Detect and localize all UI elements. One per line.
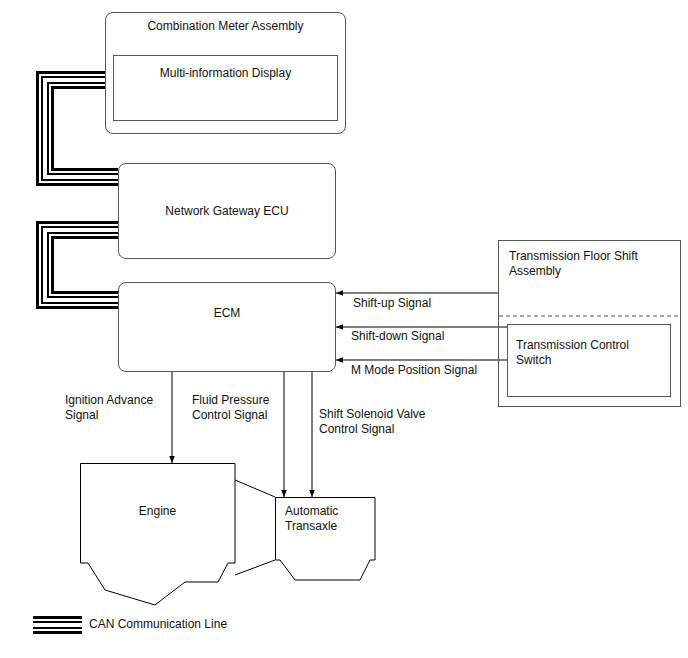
ecu-box: Network Gateway ECU: [118, 163, 336, 259]
can-line-stroke: [45, 230, 118, 300]
signal-label: Ignition Advance Signal: [64, 393, 168, 423]
node-label: Transmission Floor Shift Assembly: [509, 249, 670, 279]
engine-shape-outline: [80, 463, 275, 606]
legend-swatch: [33, 625, 82, 626]
node-label: Network Gateway ECU: [165, 204, 288, 219]
can-line-stroke: [45, 80, 118, 177]
node-label: Engine: [139, 504, 176, 519]
assembly-box: Transmission Floor Shift AssemblyTransmi…: [498, 240, 681, 407]
transaxle-shape: Automatic Transaxle: [275, 497, 376, 582]
node-label: ECM: [214, 306, 241, 321]
can-line-stroke: [33, 619, 82, 631]
signal-label: M Mode Position Signal: [350, 363, 478, 378]
signal-label: Shift-up Signal: [352, 296, 432, 311]
can-line-stroke: [45, 230, 118, 300]
node-label: Multi-information Display: [160, 66, 291, 81]
can-line-stroke: [33, 616, 82, 634]
can-line-stroke: [45, 80, 118, 177]
node-label: Automatic Transaxle: [285, 504, 372, 534]
can-communication-line: [45, 230, 118, 300]
divider-line: [499, 316, 679, 317]
display-box: Multi-information Display: [113, 55, 338, 121]
switch-box: Transmission Control Switch: [507, 324, 671, 397]
signal-label: Shift Solenoid Valve Control Signal: [318, 407, 442, 437]
can-communication-line: [45, 80, 118, 177]
signal-arrow: [172, 372, 173, 463]
can-line-stroke: [45, 230, 118, 300]
assembly-box: Combination Meter AssemblyMulti-informat…: [105, 12, 346, 134]
can-line-stroke: [45, 230, 118, 300]
legend-text: CAN Communication Line: [88, 617, 228, 632]
can-line-stroke: [33, 623, 82, 627]
node-label: Combination Meter Assembly: [147, 19, 303, 34]
signal-arrow: [336, 360, 507, 361]
signal-arrow: [336, 293, 498, 294]
engine-shape: Engine: [80, 463, 275, 606]
node-label: Transmission Control Switch: [516, 338, 662, 368]
can-line-stroke: [45, 80, 118, 177]
signal-label: Shift-down Signal: [350, 329, 445, 344]
can-line-stroke: [33, 621, 82, 629]
signal-label: Fluid Pressure Control Signal: [191, 393, 282, 423]
signal-arrow: [284, 372, 285, 497]
signal-arrow: [312, 372, 313, 497]
ecm-box: ECM: [118, 282, 336, 372]
can-line-stroke: [45, 80, 118, 177]
signal-arrow: [336, 327, 507, 328]
